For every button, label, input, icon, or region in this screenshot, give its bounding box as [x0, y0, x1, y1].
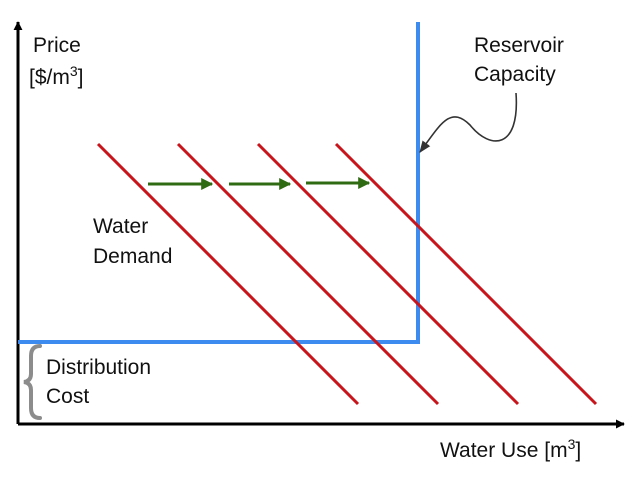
demand-line-4 [334, 142, 598, 406]
demand-line-3 [256, 142, 520, 406]
supply-curve [18, 22, 420, 344]
distribution-cost-label-line2: Cost [46, 385, 89, 408]
water-demand-label-line1: Water [93, 215, 148, 238]
y-axis-label-line2: [$/m3] [29, 63, 83, 89]
demand-line-2 [176, 142, 440, 406]
reservoir-capacity-label-line2: Capacity [474, 63, 556, 86]
distribution-cost-label-line1: Distribution [46, 356, 151, 379]
y-axis-label-line1: Price [33, 34, 81, 57]
water-demand-label-line2: Demand [93, 245, 172, 268]
reservoir-callout-arrow [419, 92, 518, 153]
x-axis-label: Water Use [m3] [440, 436, 581, 462]
curly-brace-icon [23, 344, 42, 420]
reservoir-capacity-label-line1: Reservoir [474, 34, 564, 57]
demand-line-1 [96, 142, 360, 406]
